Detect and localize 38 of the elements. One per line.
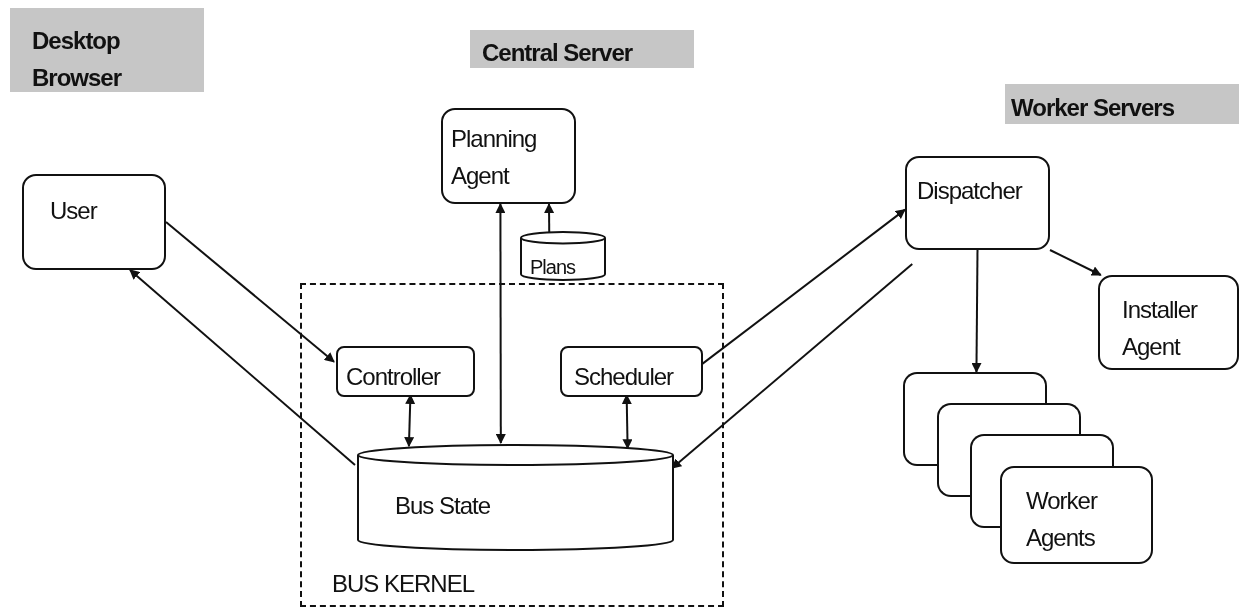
node-label: Desktop Browser: [32, 26, 123, 94]
component-box: [560, 346, 703, 397]
section-header: [470, 30, 694, 68]
database-cylinder: [357, 445, 674, 550]
node-label: Scheduler: [574, 362, 675, 392]
arrow: [404, 394, 416, 448]
node-label: Installer Agent: [1122, 295, 1199, 363]
stacked-card: [903, 372, 1047, 403]
section-header: [10, 8, 204, 92]
node-label: User: [50, 196, 99, 226]
arrow: [621, 394, 633, 450]
node-label: Worker Agents: [1026, 486, 1099, 554]
component-box: [1000, 466, 1153, 564]
arrow: [495, 203, 506, 444]
node-label: BUS KERNEL: [332, 569, 476, 599]
node-label: Plans: [530, 255, 577, 280]
kernel-boundary: [300, 283, 724, 607]
stacked-card: [970, 434, 1114, 466]
node-label: Dispatcher: [917, 176, 1024, 206]
component-box: [336, 346, 475, 397]
section-header: [1005, 84, 1239, 124]
arrow: [129, 269, 356, 467]
node-label: Planning Agent: [451, 124, 538, 192]
stacked-card: [937, 403, 1081, 434]
node-label: Central Server: [482, 38, 634, 68]
node-label: Controller: [346, 362, 442, 392]
component-box: [22, 174, 166, 270]
arrow: [671, 263, 914, 470]
database-cylinder: [520, 232, 606, 280]
node-label: Worker Servers: [1011, 93, 1175, 123]
component-box: [905, 156, 1050, 250]
arrow: [971, 249, 982, 373]
arrow: [544, 203, 555, 233]
component-box: [441, 108, 576, 204]
arrow: [1049, 249, 1102, 276]
arrow: [165, 221, 335, 363]
node-label: Bus State: [395, 491, 492, 521]
component-box: [1098, 275, 1239, 370]
